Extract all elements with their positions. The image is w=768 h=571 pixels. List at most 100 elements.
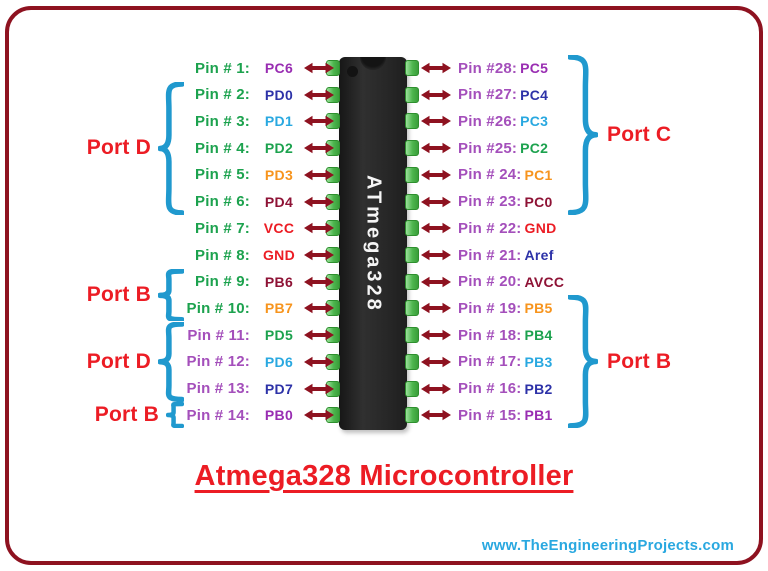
pin-pad <box>405 113 419 130</box>
pin-name-label: PD5 <box>264 327 294 344</box>
double-arrow-icon <box>304 303 334 314</box>
pin-number-label: Pin # 11: <box>187 326 250 344</box>
double-arrow-icon <box>421 89 451 100</box>
double-arrow-icon <box>304 356 334 368</box>
pin-row: Pin # 24:PC1 <box>421 165 553 185</box>
pin-name-label: GND <box>524 220 557 237</box>
double-arrow-icon <box>304 329 334 341</box>
pin-number-label: Pin # 16: <box>458 380 522 398</box>
pin-number-label: Pin # 21: <box>458 246 522 264</box>
double-arrow-icon <box>304 62 334 74</box>
pin-name-label: Aref <box>524 247 554 264</box>
pin-name-label: PB0 <box>264 407 294 424</box>
double-arrow-icon <box>421 410 451 421</box>
pin-number-label: Pin # 7: <box>195 219 250 237</box>
pin-row: Pin # 16:PB2 <box>421 379 553 399</box>
pin-name-label: PC4 <box>520 86 549 103</box>
pin-pad <box>405 193 419 210</box>
pin-row: Pin # 7:VCC <box>120 218 334 238</box>
pin-name-label: PD6 <box>264 353 294 370</box>
port-brace <box>158 322 184 402</box>
pin-name-label: PB7 <box>264 300 294 317</box>
pin-number-label: Pin # 2: <box>195 86 250 104</box>
double-arrow-icon <box>421 329 451 341</box>
pin-row: Pin # 4:PD2 <box>120 138 334 158</box>
pin-pad <box>405 407 419 424</box>
pin-name-label: PD0 <box>264 86 294 103</box>
pin-number-label: Pin # 13: <box>186 380 250 398</box>
pin-number-label: Pin # 8: <box>195 246 250 264</box>
port-label: Port B <box>607 349 672 373</box>
double-arrow-icon <box>421 116 451 127</box>
double-arrow-icon <box>421 196 451 207</box>
diagram-title: Atmega328 Microcontroller <box>194 460 574 492</box>
double-arrow-icon <box>421 356 451 368</box>
double-arrow-icon <box>304 116 334 127</box>
pin-number-label: Pin # 18: <box>458 326 522 344</box>
double-arrow-icon <box>304 142 334 154</box>
pin-row: Pin # 17:PB3 <box>421 352 553 372</box>
pin-row: Pin # 3: PD1 <box>120 111 334 131</box>
pin-pad <box>405 60 419 76</box>
pin-number-label: Pin # 4: <box>195 139 250 157</box>
pin-number-label: Pin # 14: <box>186 406 250 424</box>
port-label: Port B <box>94 403 159 427</box>
pin-number-label: Pin # 22: <box>458 219 522 237</box>
pin-row: Pin # 14: PB0 <box>120 405 334 425</box>
port-brace <box>166 402 184 429</box>
double-arrow-icon <box>421 169 451 181</box>
pin-name-label: PB2 <box>524 380 553 397</box>
pin-number-label: Pin # 23: <box>458 193 522 211</box>
pin-name-label: PC6 <box>264 60 294 76</box>
pin-row: Pin # 9:PB6 <box>120 272 334 292</box>
port-label: Port B <box>86 283 151 307</box>
port-brace <box>158 268 184 322</box>
chip-notch <box>360 57 386 70</box>
double-arrow-icon <box>421 276 451 287</box>
pin-number-label: Pin # 6: <box>195 193 250 211</box>
pin-number-label: Pin # 1: <box>195 59 250 77</box>
pin-number-label: Pin # 10: <box>186 299 250 317</box>
pin-name-label: PB1 <box>524 407 553 424</box>
pin-pad <box>405 247 419 264</box>
double-arrow-icon <box>304 196 334 207</box>
pin-name-label: PC2 <box>520 140 549 157</box>
port-label: Port D <box>86 136 151 160</box>
pin-name-label: PB6 <box>264 273 294 290</box>
double-arrow-icon <box>304 89 334 100</box>
pin-pad <box>405 166 419 183</box>
pin-row: Pin # 12:PD6 <box>120 352 334 372</box>
port-brace <box>568 295 598 429</box>
pin-row: Pin #25:PC2 <box>421 138 548 158</box>
pin-pad <box>405 327 419 344</box>
pin-name-label: PC3 <box>520 113 549 130</box>
double-arrow-icon <box>421 249 451 261</box>
pin-name-label: PB4 <box>524 327 553 344</box>
port-label: Port C <box>607 122 672 146</box>
pin-row: Pin # 5:PD3 <box>120 165 334 185</box>
pin-name-label: PB5 <box>524 300 553 317</box>
chip-label: ATmega328 <box>362 174 385 313</box>
double-arrow-icon <box>304 169 334 181</box>
pin-row: Pin #26:PC3 <box>421 111 548 131</box>
double-arrow-icon <box>421 223 451 234</box>
pin-number-label: Pin #28: <box>458 59 518 77</box>
pin-pad <box>405 86 419 103</box>
pin-row: Pin # 20:AVCC <box>421 272 564 292</box>
pin-number-label: Pin # 20: <box>458 273 522 291</box>
pin-pad <box>405 220 419 237</box>
pin-name-label: PD1 <box>264 113 294 130</box>
pin-number-label: Pin # 3: <box>195 112 250 130</box>
pin-row: Pin # 15:PB1 <box>421 405 553 425</box>
pin-name-label: PD7 <box>264 380 294 397</box>
watermark-text: www.TheEngineeringProjects.com <box>481 537 734 554</box>
pin-row: Pin # 10: PB7 <box>120 298 334 318</box>
pin-row: Pin # 11: PD5 <box>120 325 334 345</box>
pin-row: Pin # 13: PD7 <box>120 379 334 399</box>
pin-row: Pin # 23:PC0 <box>421 192 553 212</box>
pin-pad <box>405 273 419 290</box>
double-arrow-icon <box>421 383 451 394</box>
pin-row: Pin # 22:GND <box>421 218 557 238</box>
double-arrow-icon <box>421 303 451 314</box>
pin-pad <box>405 300 419 317</box>
